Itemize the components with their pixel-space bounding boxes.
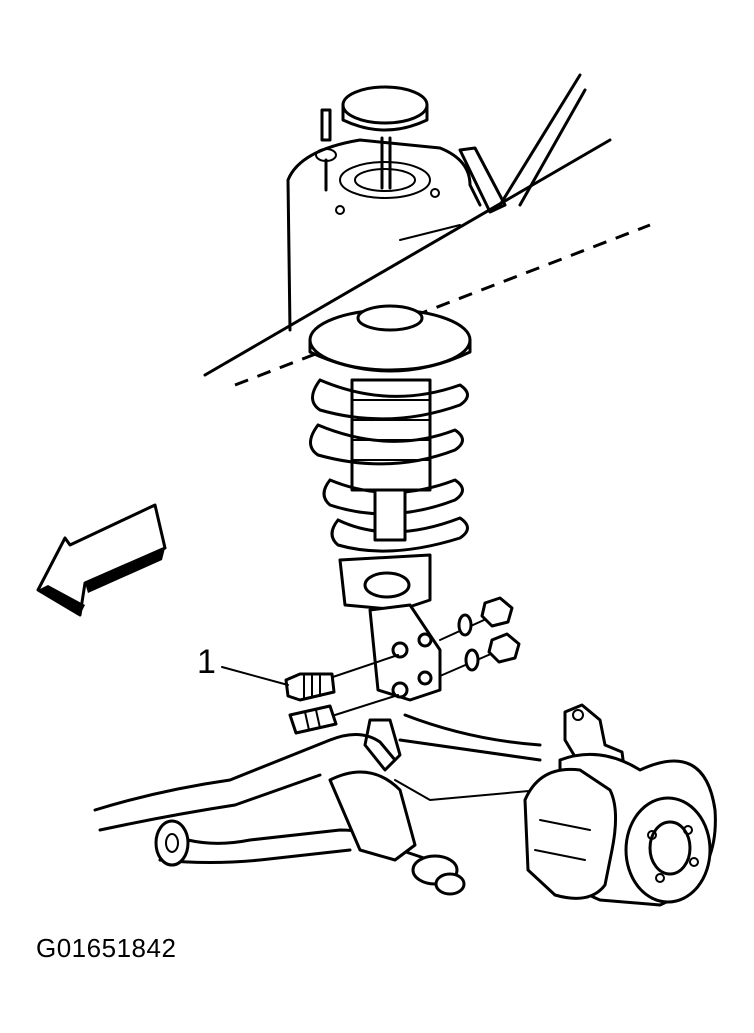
strut-assembly-icon (308, 304, 472, 702)
strut-bolts (284, 596, 521, 735)
lower-control-arm (93, 713, 542, 896)
front-direction-arrow-icon (36, 503, 167, 617)
top-mount-cap (315, 85, 429, 192)
callout-number: 1 (197, 643, 216, 681)
figure-code: G01651842 (36, 933, 177, 963)
strut-tower-panel (203, 73, 651, 387)
callout-leader (221, 666, 289, 686)
brake-rotor-icon (523, 752, 717, 907)
